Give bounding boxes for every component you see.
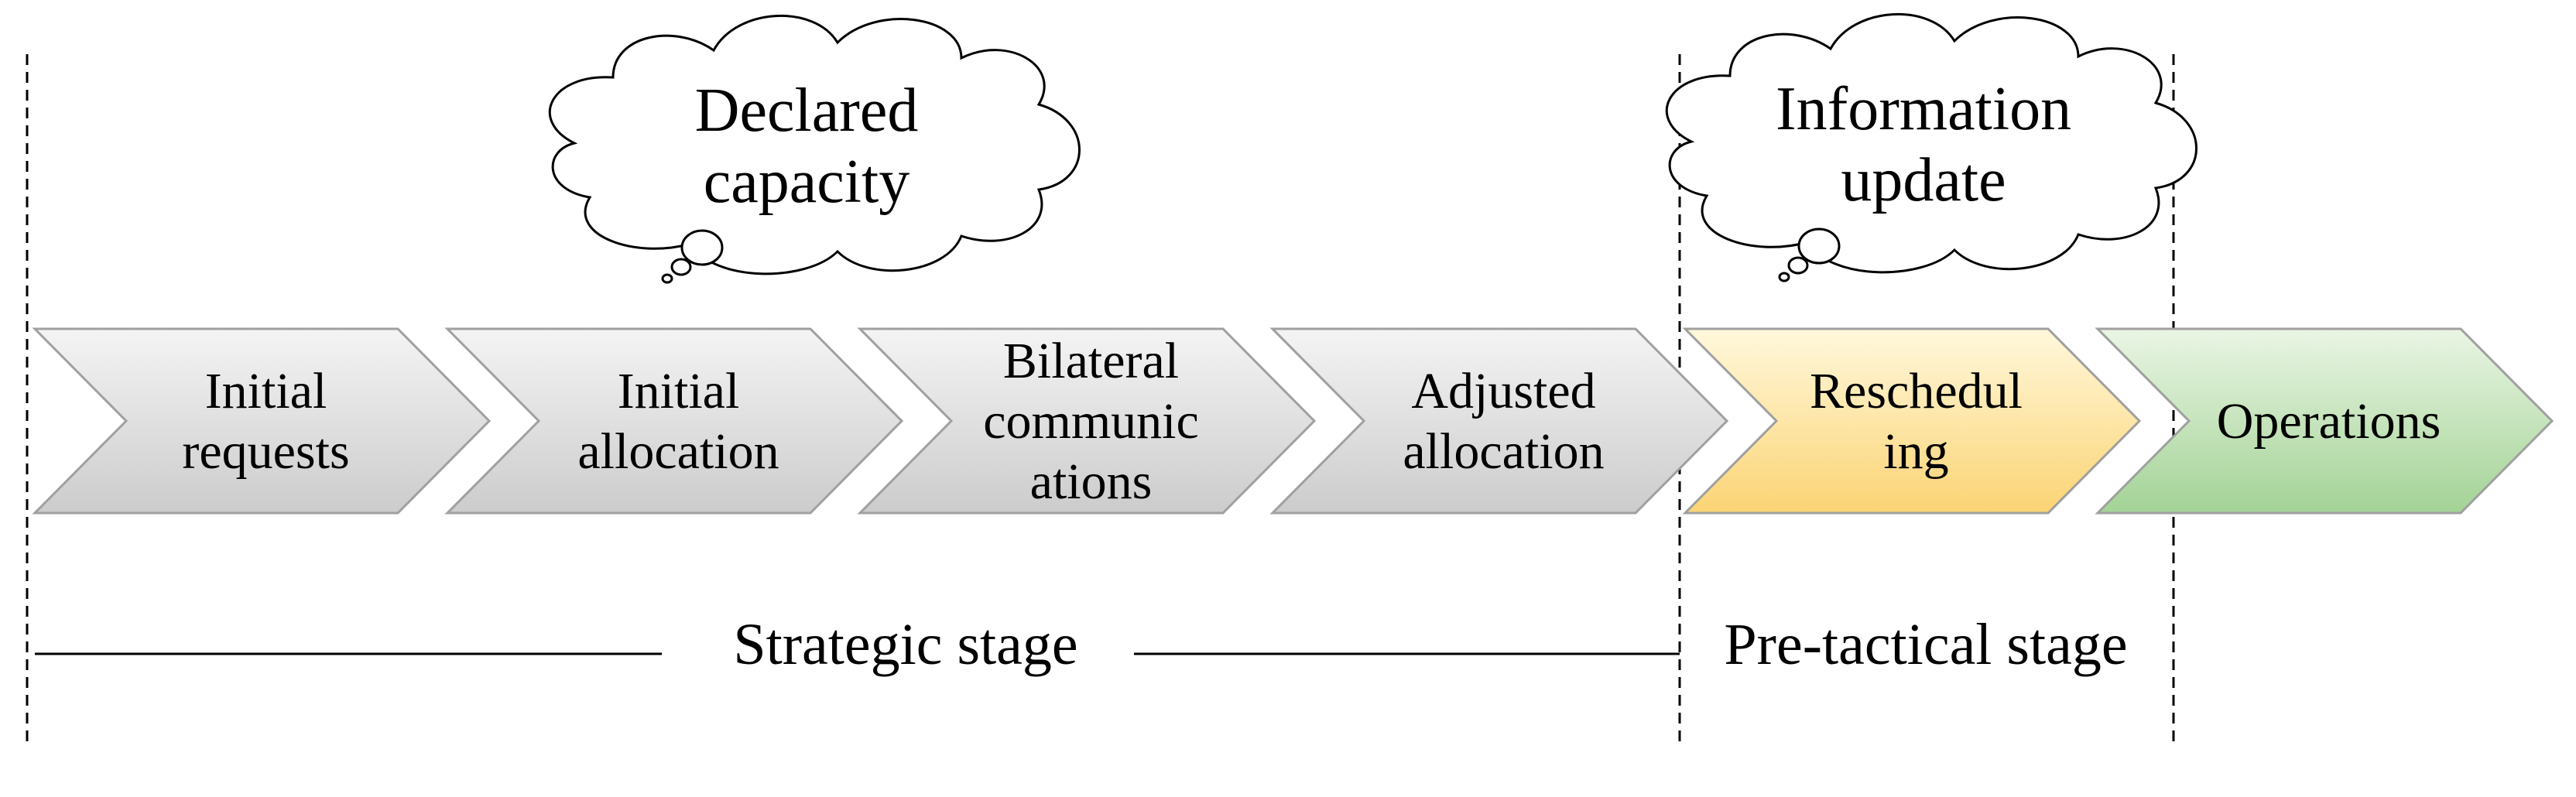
chevron-label-line: communic — [983, 393, 1199, 450]
chevron-shape — [32, 327, 492, 515]
chevron-label-line: ations — [1030, 453, 1153, 510]
cloud-tail-bubble — [661, 273, 673, 284]
cloud-tail-bubble — [1787, 256, 1809, 275]
chevron-label-line: requests — [182, 423, 349, 480]
chevron-label-line: Bilateral — [1003, 333, 1179, 389]
chevron-shape — [1269, 327, 1729, 515]
chevron-label-line: ing — [1883, 423, 1948, 480]
strategic-stage-label: Strategic stage — [733, 612, 1077, 677]
chevron-label-line: Initial — [205, 363, 327, 419]
pre-tactical-stage-label: Pre-tactical stage — [1724, 612, 2127, 677]
chevron-shape — [857, 327, 1317, 515]
cloud-shape — [549, 14, 1081, 275]
chevron-operations: Operations — [2095, 327, 2554, 515]
chevron-label-line: Initial — [618, 363, 740, 419]
chevron-shape — [444, 327, 904, 515]
chevron-label-line: Adjusted — [1411, 363, 1595, 419]
cloud-tail-bubble — [1797, 227, 1841, 265]
cloud-tail-bubble — [670, 258, 692, 276]
cloud-shape — [1666, 12, 2197, 274]
chevron-shape — [2095, 327, 2554, 515]
chevron-label-line: allocation — [1403, 423, 1604, 480]
chevron-label-line: Operations — [2217, 393, 2441, 450]
chevron-label-line: allocation — [577, 423, 779, 480]
cloud-label-line: update — [1841, 146, 2006, 214]
cloud-label-line: Information — [1776, 75, 2071, 143]
cloud-tail-bubble — [1778, 272, 1790, 282]
chevron-shape — [1682, 327, 2142, 515]
cloud-label-line: Declared — [695, 77, 919, 145]
cloud-tail-bubble — [680, 229, 724, 266]
cloud-label-line: capacity — [704, 148, 909, 216]
process-chevrons: InitialrequestsInitialallocationBilatera… — [32, 327, 2554, 515]
chevron-label-line: Reschedul — [1810, 363, 2023, 419]
